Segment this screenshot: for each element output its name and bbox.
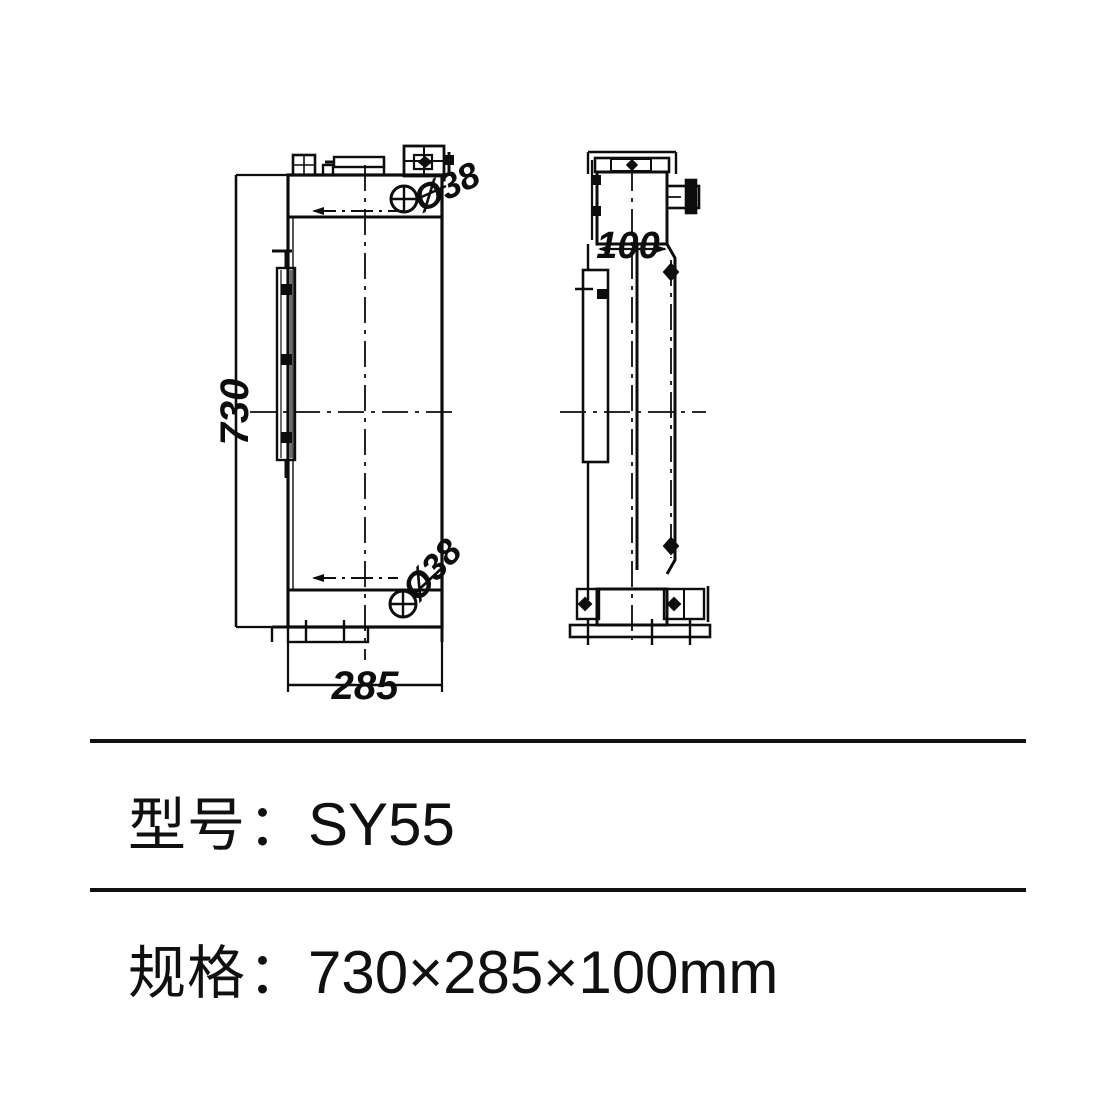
bottom-mount-bracket [286,625,370,644]
bottom-port-diameter-text: Ø38 [394,531,470,609]
side-tank-bolt-upper [281,284,292,295]
side-tank-side-view-bolt [597,289,607,299]
side-lower-left-marker [577,596,593,612]
bottom-port-leader [412,567,443,596]
side-upper-bolt-a [591,175,601,185]
side-tank-bolt-lower [281,432,292,443]
drawing-canvas: 730 285 100 Ø38 Ø38 [213,144,712,708]
spec-rule-middle [90,888,1026,892]
side-tank-bolt-middle [281,354,292,365]
model-label: 型号 [128,793,247,858]
model-value: SY55 [308,791,455,858]
spec-row-size: 规格 ： 730×285×100mm [128,926,778,1010]
depth-arrow-left [598,245,610,253]
top-port-leader [416,184,447,201]
side-upper-bolt-b [591,206,601,216]
top-port-diameter-text: Ø38 [407,153,486,220]
top-right-bolt [444,155,454,165]
spec-table: 型号 ： SY55 规格 ： 730×285×100mm [0,730,1096,1096]
height-dimension [234,173,290,629]
size-value: 730×285×100mm [308,939,779,1006]
top-rail-mount [321,163,335,177]
height-dimension-text: 730 [213,379,257,446]
top-inlet-marker [417,155,433,169]
size-colon: ： [248,941,307,1006]
side-upper-cap-inner [610,158,652,172]
side-core-marker-upper [662,262,680,282]
side-tank-side-view [581,268,610,464]
spec-row-model: 型号 ： SY55 [128,778,455,862]
side-lower-foot-rail [568,623,712,639]
model-colon: ： [248,793,307,858]
top-rail [332,155,386,169]
technical-drawing: 730 285 100 Ø38 Ø38 [213,144,712,708]
width-dimension-text: 285 [331,664,399,708]
depth-dimension-text: 100 [596,225,659,267]
side-view [560,150,712,645]
width-dimension [286,642,444,692]
side-core-right-edge [665,243,677,575]
size-label: 规格 [128,941,247,1006]
front-view [250,144,455,660]
depth-arrow-right [655,245,667,253]
side-core-marker-lower [662,536,680,556]
top-flow-arrow [312,207,324,215]
side-lower-right-marker [666,596,682,612]
bottom-flow-arrow [312,574,324,582]
spec-rule-top [90,739,1026,743]
